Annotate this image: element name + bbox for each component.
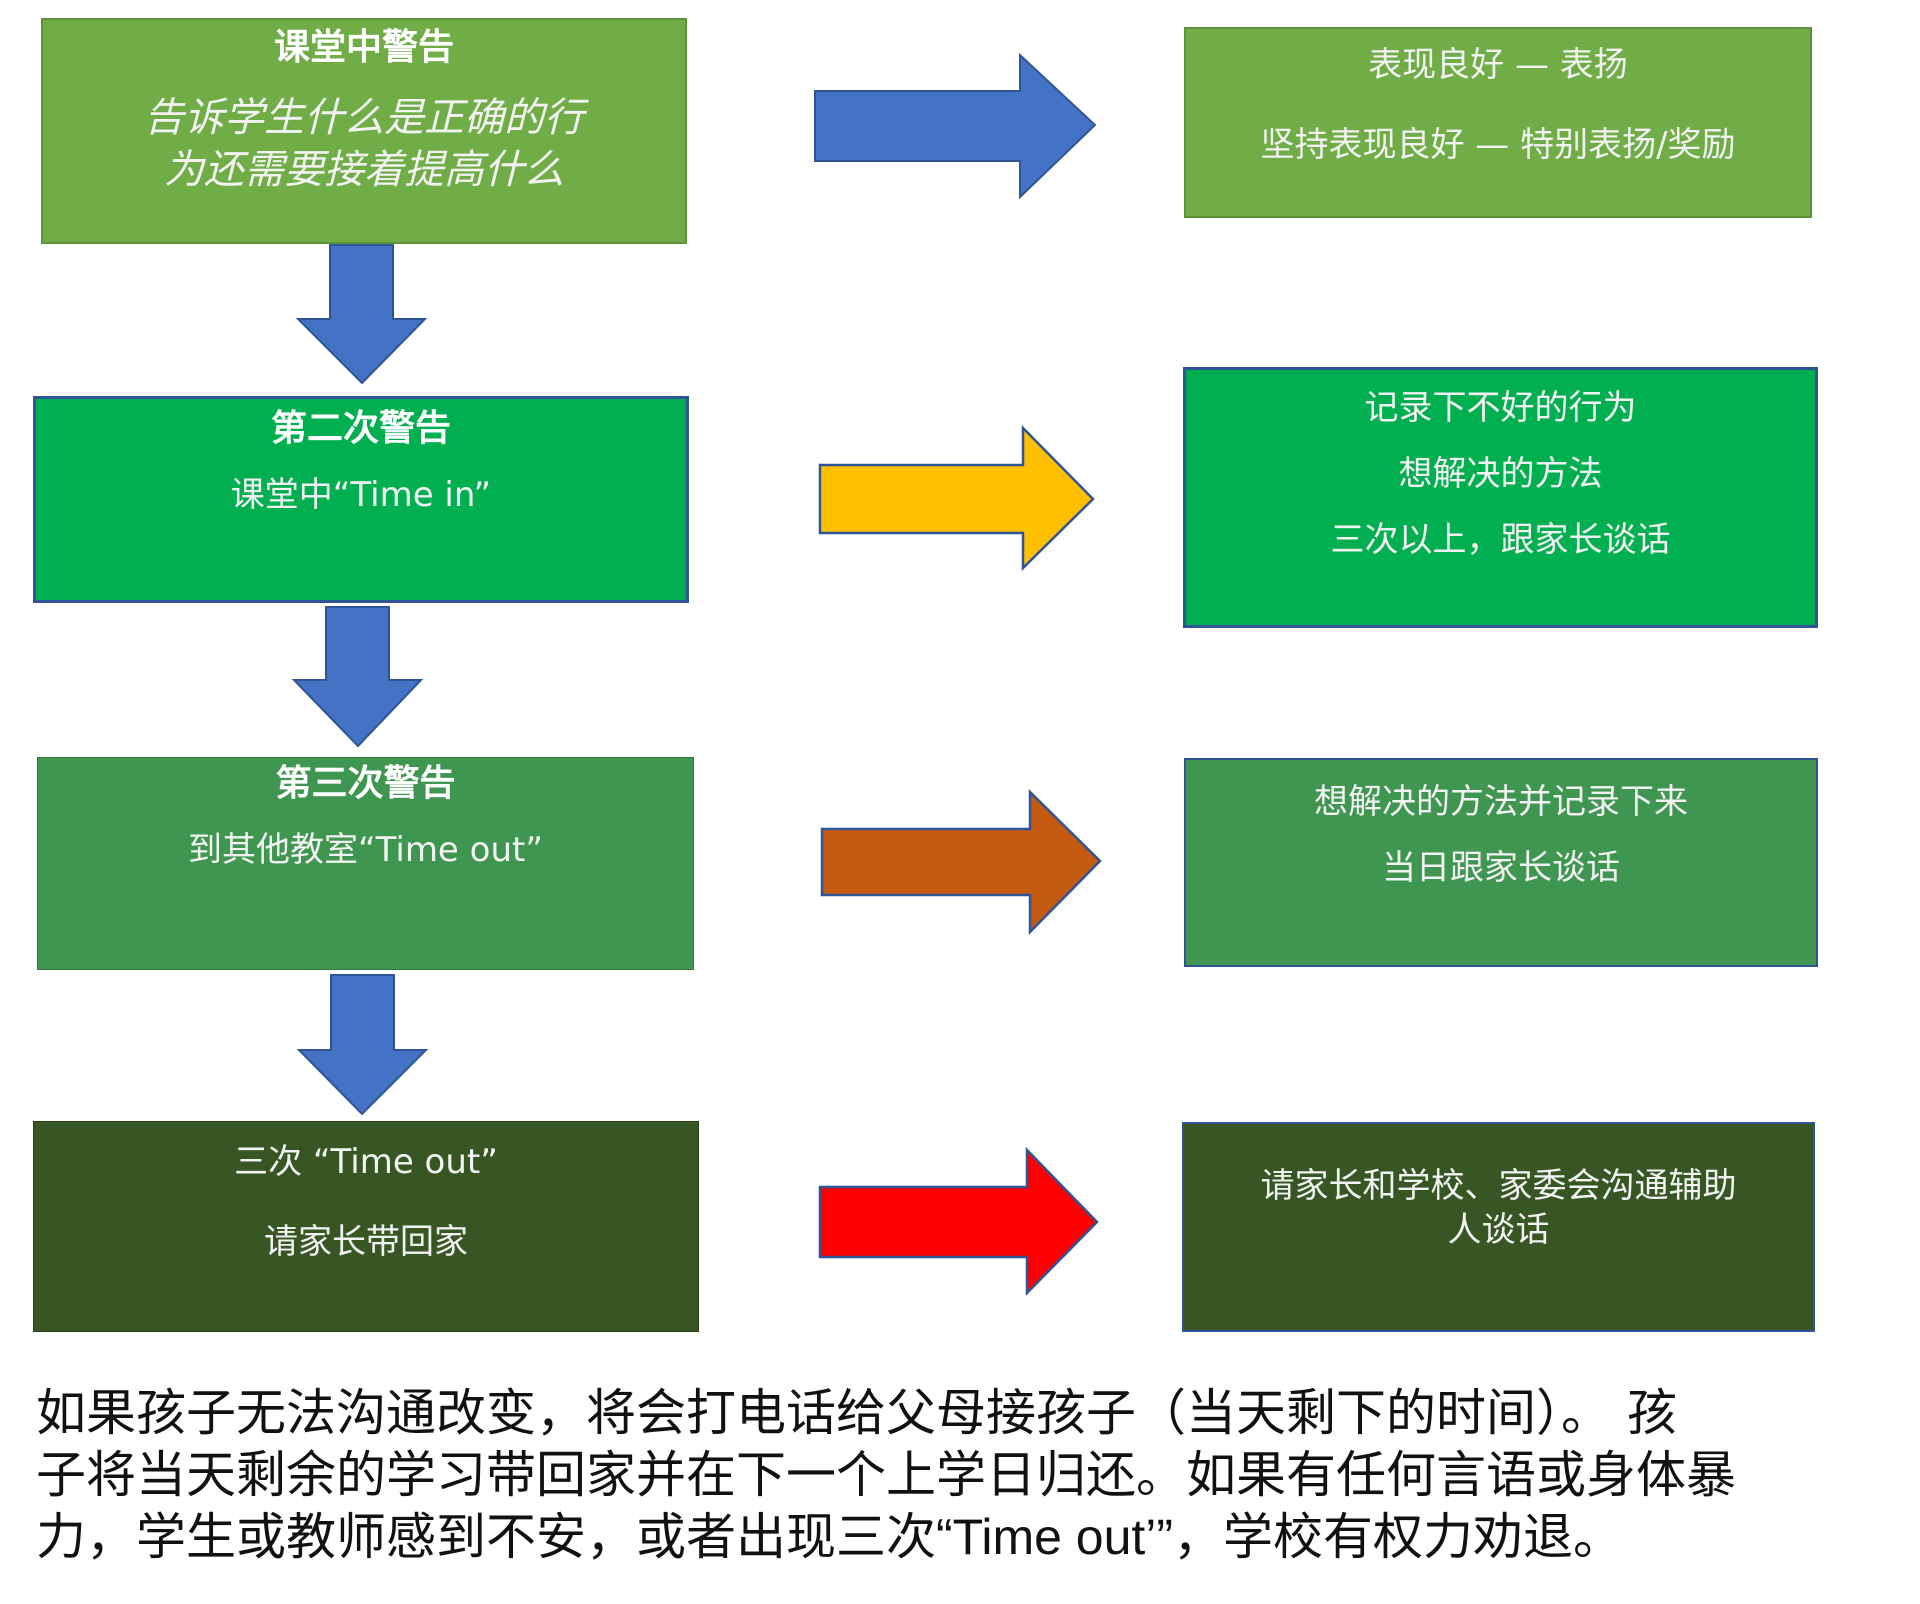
footer-line-3b: “Time out’” bbox=[936, 1509, 1174, 1565]
right-arrow-icon bbox=[814, 52, 1097, 200]
footer-line-3: 力，学生或教师感到不安，或者出现三次“Time out’”，学校有权力劝退。 bbox=[36, 1506, 1896, 1568]
result-2-line-2: 想解决的方法 bbox=[1398, 454, 1603, 494]
step-1-box: 课堂中警告 告诉学生什么是正确的行 为还需要接着提高什么 bbox=[41, 18, 687, 244]
step-4-line-1: 三次 “Time out” bbox=[234, 1142, 498, 1182]
step-3-line-1: 到其他教室“Time out” bbox=[188, 830, 543, 870]
right-arrow-icon bbox=[818, 424, 1095, 571]
result-2-box: 记录下不好的行为 想解决的方法 三次以上，跟家长谈话 bbox=[1183, 367, 1818, 628]
step-2-line-1: 课堂中“Time in” bbox=[230, 475, 492, 515]
step-3-title: 第三次警告 bbox=[275, 763, 456, 804]
footer-paragraph: 如果孩子无法沟通改变，将会打电话给父母接孩子（当天剩下的时间）。 孩 子将当天剩… bbox=[36, 1382, 1896, 1568]
step-4-box: 三次 “Time out” 请家长带回家 bbox=[33, 1121, 699, 1332]
step-1-line-1: 告诉学生什么是正确的行 bbox=[144, 95, 584, 141]
result-2-line-1: 记录下不好的行为 bbox=[1364, 388, 1637, 428]
step-2-box: 第二次警告 课堂中“Time in” bbox=[33, 396, 689, 603]
right-arrow-icon bbox=[820, 789, 1102, 936]
result-1-box: 表现良好 — 表扬 坚持表现良好 — 特别表扬/奖励 bbox=[1184, 27, 1812, 218]
result-4-line-2: 人谈话 bbox=[1447, 1210, 1550, 1250]
step-3-box: 第三次警告 到其他教室“Time out” bbox=[37, 757, 694, 970]
right-arrow-icon bbox=[818, 1146, 1099, 1297]
result-2-line-3: 三次以上，跟家长谈话 bbox=[1330, 520, 1671, 560]
footer-line-2: 子将当天剩余的学习带回家并在下一个上学日归还。如果有任何言语或身体暴 bbox=[36, 1446, 1736, 1504]
result-1-line-2: 坚持表现良好 — 特别表扬/奖励 bbox=[1260, 125, 1736, 165]
down-arrow-icon bbox=[295, 244, 428, 385]
result-3-box: 想解决的方法并记录下来 当日跟家长谈话 bbox=[1184, 758, 1818, 967]
step-4-line-2: 请家长带回家 bbox=[264, 1222, 468, 1262]
step-1-title: 课堂中警告 bbox=[273, 27, 454, 68]
result-3-line-2: 当日跟家长谈话 bbox=[1382, 848, 1620, 888]
down-arrow-icon bbox=[291, 606, 424, 748]
step-1-line-2: 为还需要接着提高什么 bbox=[164, 147, 564, 193]
footer-line-3c: ，学校有权力劝退。 bbox=[1173, 1508, 1624, 1566]
result-4-line-1: 请家长和学校、家委会沟通辅助 bbox=[1260, 1166, 1737, 1206]
result-1-line-1: 表现良好 — 表扬 bbox=[1368, 45, 1628, 85]
footer-line-1: 如果孩子无法沟通改变，将会打电话给父母接孩子（当天剩下的时间）。 孩 bbox=[36, 1384, 1677, 1442]
down-arrow-icon bbox=[296, 974, 429, 1116]
step-2-title: 第二次警告 bbox=[270, 408, 451, 449]
result-4-box: 请家长和学校、家委会沟通辅助 人谈话 bbox=[1182, 1122, 1815, 1332]
footer-line-3a: 力，学生或教师感到不安，或者出现三次 bbox=[36, 1508, 936, 1566]
result-3-line-1: 想解决的方法并记录下来 bbox=[1314, 782, 1688, 822]
